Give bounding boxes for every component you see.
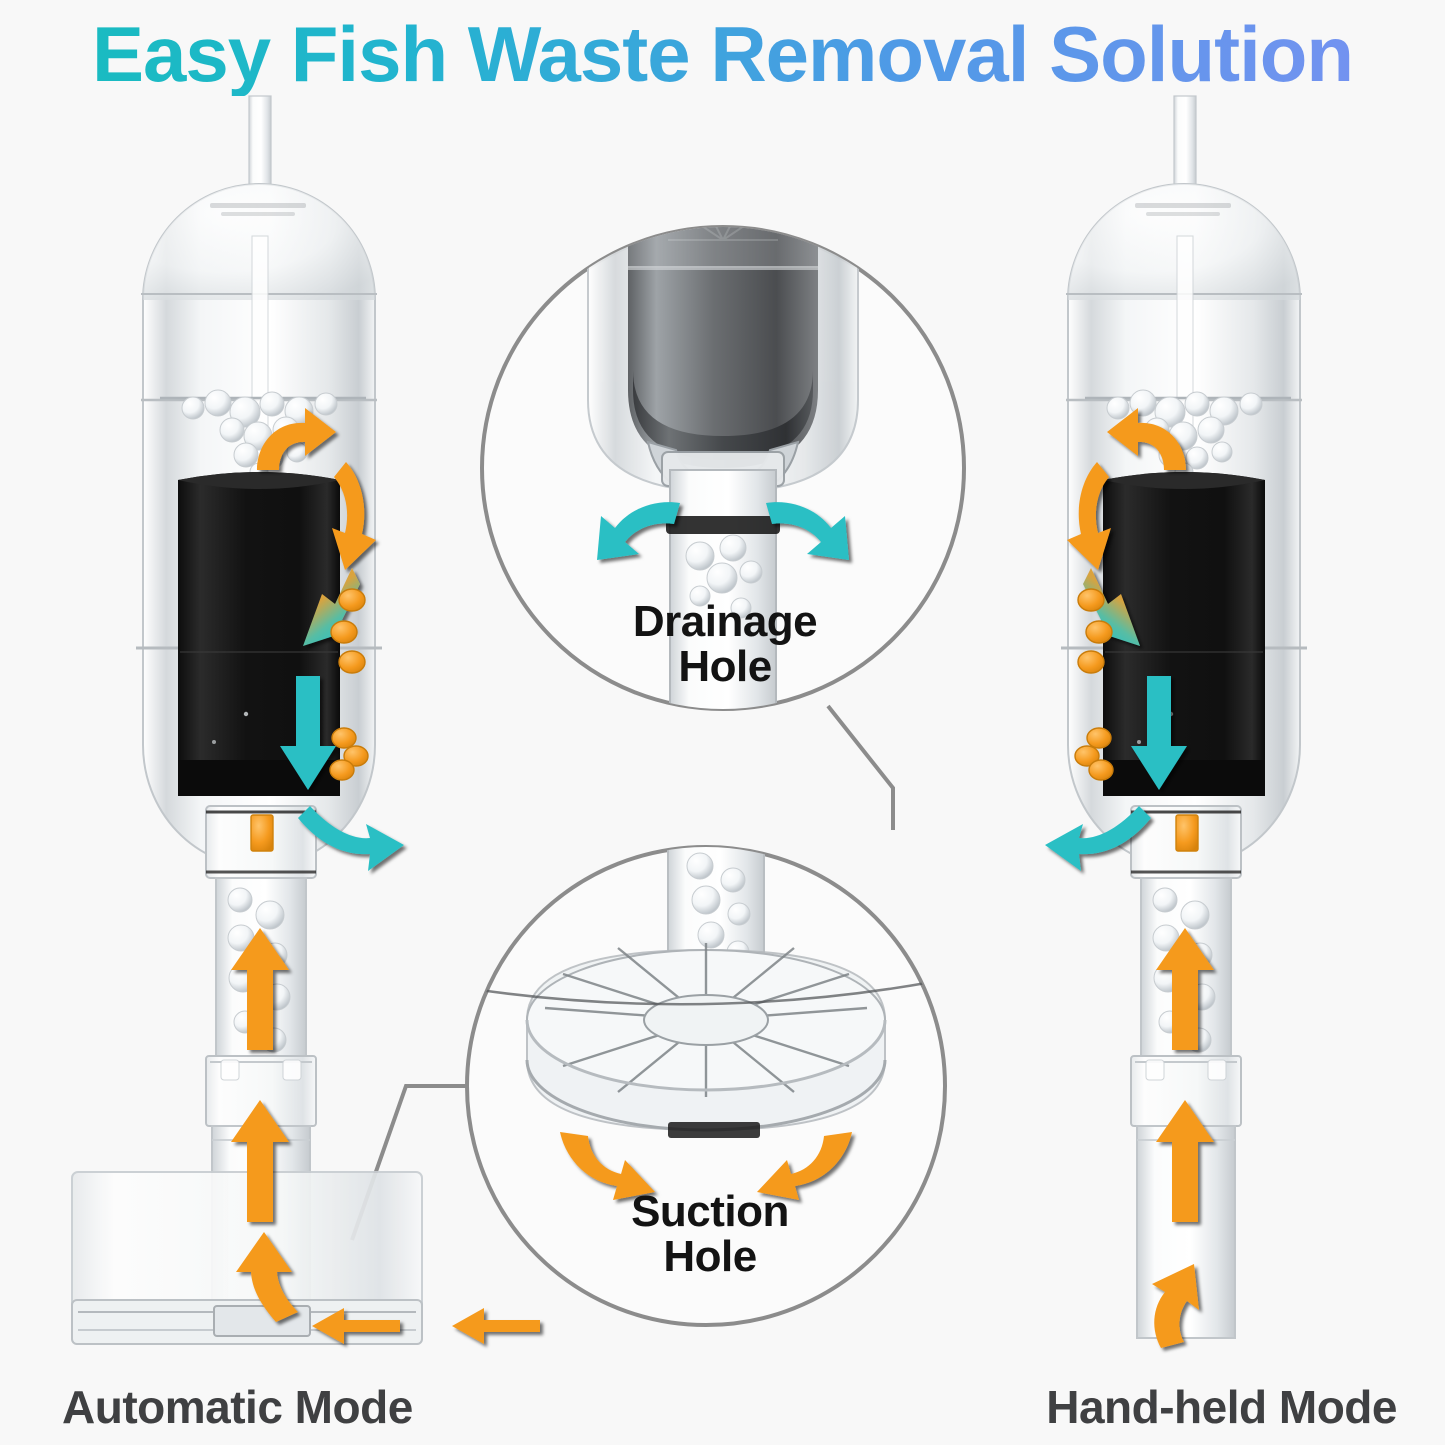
orange-up-arrow-2 [231, 1100, 289, 1222]
orange-curve-up-bottom-arrow [1152, 1264, 1199, 1348]
teal-arrow-left [597, 502, 680, 560]
suction-inward-arrows [560, 1132, 852, 1200]
orange-up-arrow-1 [1156, 928, 1214, 1050]
orange-curve-up-from-base-arrow [236, 1232, 298, 1322]
black-filter-cartridge [1103, 472, 1265, 796]
waste-particles-automatic [329, 588, 369, 781]
drainage-outward-arrows [597, 502, 849, 560]
embossed-branding [210, 203, 306, 216]
orange-tab [250, 814, 274, 852]
hand-held-mode-label: Hand-held Mode [1046, 1381, 1397, 1433]
teal-down-arrow [280, 676, 336, 790]
suction-hole-label-line1: Suction [631, 1187, 789, 1236]
teal-curve-out-arrow [298, 806, 404, 871]
hand-held-mode-unit [1045, 95, 1307, 1348]
teal-curve-out-arrow [1045, 806, 1151, 871]
flow-arrows-automatic [231, 408, 540, 1344]
orange-down-right-arrow [332, 462, 376, 570]
drainage-connector-line [826, 704, 895, 830]
orange-left-inner-arrow [312, 1308, 400, 1344]
flow-arrows-hand-held [1045, 408, 1214, 1348]
suction-hole-callout [465, 845, 947, 1327]
suction-hole-opening [668, 1122, 760, 1138]
suction-hole-label: Suction Hole [545, 1187, 875, 1281]
drainage-hole-label: Drainage Hole [560, 597, 890, 691]
teal-down-arrow [1131, 676, 1187, 790]
orange-tab [1175, 814, 1199, 852]
automatic-mode-unit [71, 95, 540, 1345]
page-title: Easy Fish Waste Removal Solution [0, 13, 1445, 96]
orange-curve-up-arrow [1107, 408, 1186, 470]
orange-arrow-left [560, 1132, 655, 1200]
drainage-hole-label-line2: Hole [678, 641, 772, 691]
collar-joint [1130, 805, 1242, 879]
embossed-branding [1135, 203, 1231, 216]
teal-arrow-right [766, 502, 849, 560]
orange-up-arrow-2 [1156, 1100, 1214, 1222]
orange-down-left-arrow [1067, 462, 1111, 570]
drainage-hole-label-line1: Drainage [632, 597, 818, 646]
orange-arrow-right [757, 1132, 852, 1200]
suction-hole-label-line2: Hole [663, 1231, 757, 1281]
automatic-mode-label: Automatic Mode [62, 1381, 413, 1433]
orange-curve-up-arrow [257, 408, 336, 470]
orange-up-arrow-1 [231, 928, 289, 1050]
waste-particles-hand-held [1074, 588, 1114, 781]
orange-left-outer-arrow [452, 1308, 540, 1344]
